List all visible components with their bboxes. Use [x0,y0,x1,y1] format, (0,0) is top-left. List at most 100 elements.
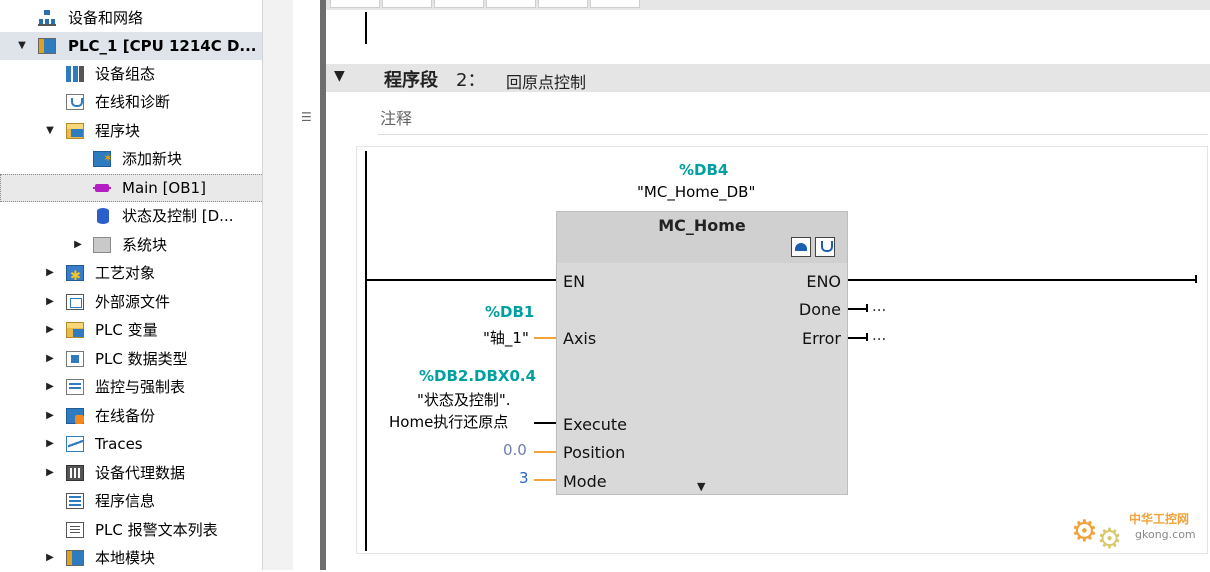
tree-item-watch-force-tables[interactable]: ▶ 监控与强制表 [0,373,262,401]
collapse-arrow-icon[interactable]: ▶ [46,353,54,364]
tree-item-label: 程序块 [95,122,141,140]
collapse-arrow-icon[interactable]: ▶ [74,239,82,250]
online-diagnostics-icon [66,94,84,110]
tree-item-traces[interactable]: ▶ Traces [0,430,262,458]
collapse-arrow-icon[interactable]: ▶ [46,552,54,563]
tree-item-alarm-text-lists[interactable]: PLC 报警文本列表 [0,516,262,544]
tree-item-label: PLC_1 [CPU 1214C D... [68,37,257,55]
tree-item-plc-1[interactable]: ▼ PLC_1 [CPU 1214C D... [0,32,262,60]
tree-item-add-new-block[interactable]: 添加新块 [0,145,262,173]
grip-icon[interactable]: ☰ [301,110,312,124]
pin-position[interactable]: Position [563,443,626,462]
network-2-header[interactable]: ▼ 程序段 2： 回原点控制 [326,64,1210,92]
collapse-arrow-icon[interactable]: ▶ [46,381,54,392]
error-operand[interactable]: ... [872,326,887,344]
system-blocks-icon [93,237,111,253]
instance-db-name[interactable]: "MC_Home_DB" [637,183,756,201]
tree-item-plc-data-types[interactable]: ▶ PLC 数据类型 [0,345,262,373]
pin-en[interactable]: EN [563,272,586,291]
pin-execute[interactable]: Execute [563,415,627,434]
program-info-icon [66,493,84,509]
pin-mode[interactable]: Mode [563,472,607,491]
external-sources-icon [66,294,84,310]
tree-item-status-control-db[interactable]: 状态及控制 [D... [0,202,262,230]
editor-tab[interactable] [434,0,484,8]
previous-network-rail [365,12,367,44]
collapse-arrow-icon[interactable]: ▶ [46,324,54,335]
tree-item-program-blocks[interactable]: ▼ 程序块 [0,117,262,145]
expand-arrow-icon[interactable]: ▼ [18,40,26,51]
expand-arrow-icon[interactable]: ▼ [46,125,54,136]
project-tree: 设备和网络 ▼ PLC_1 [CPU 1214C D... 设备组态 在线和诊断… [0,0,293,570]
axis-wire [534,337,556,339]
tree-item-local-modules[interactable]: ▶ 本地模块 [0,544,262,572]
mode-wire [534,479,556,481]
panel-splitter[interactable]: ☰ [293,0,320,570]
eno-wire [848,279,1197,281]
gkong-watermark-logo: ⚙ ⚙ 中华工控网 gkong.com [1071,506,1201,555]
tree-item-main-ob1[interactable]: Main [OB1] [0,174,264,202]
left-power-rail [365,151,367,551]
block-properties-icon[interactable] [791,237,811,257]
editor-tab[interactable] [538,0,588,8]
instance-db-address[interactable]: %DB4 [679,161,729,179]
db-icon [97,208,109,224]
tree-item-device-proxy-data[interactable]: ▶ 设备代理数据 [0,459,262,487]
collapse-arrow-icon[interactable]: ▶ [46,296,54,307]
tree-item-program-info[interactable]: 程序信息 [0,487,262,515]
axis-name[interactable]: "轴_1" [483,329,529,347]
online-backup-icon [66,408,84,424]
tree-scrollbar[interactable] [262,0,293,570]
position-value[interactable]: 0.0 [503,441,527,459]
collapse-arrow-icon[interactable]: ▶ [46,267,54,278]
ladder-network-area[interactable]: %DB4 "MC_Home_DB" MC_Home EN Axis Execut… [356,146,1208,554]
tree-item-label: PLC 数据类型 [95,350,188,368]
tree-item-system-blocks[interactable]: ▶ 系统块 [0,231,262,259]
network-number: 2： [456,70,486,91]
pin-axis[interactable]: Axis [563,329,597,348]
tree-item-device-config[interactable]: 设备组态 [0,60,262,88]
collapse-arrow-icon[interactable]: ▶ [46,438,54,449]
rail-end-mark [1195,275,1197,283]
mode-value[interactable]: 3 [519,469,529,487]
editor-tab[interactable] [590,0,640,8]
execute-name-line2[interactable]: Home执行还原点 [389,413,509,431]
done-end-mark [866,304,868,312]
collapse-arrow-icon[interactable]: ▶ [46,467,54,478]
pin-error[interactable]: Error [802,329,841,348]
network-name[interactable]: 回原点控制 [506,73,587,92]
tree-item-label: Traces [95,435,143,453]
plc-icon [38,38,56,54]
tree-item-external-sources[interactable]: ▶ 外部源文件 [0,288,262,316]
tree-item-label: PLC 变量 [95,321,158,339]
editor-tab[interactable] [382,0,432,8]
editor-tab[interactable] [486,0,536,8]
tree-item-online-diagnostics[interactable]: 在线和诊断 [0,88,262,116]
tree-item-label: 程序信息 [95,492,156,510]
pin-eno[interactable]: ENO [806,272,841,291]
splitter-bar[interactable] [320,0,326,570]
done-operand[interactable]: ... [872,297,887,315]
tree-item-devices-networks[interactable]: 设备和网络 [0,4,262,32]
tree-item-label: PLC 报警文本列表 [95,521,218,539]
editor-tab[interactable] [330,0,380,8]
tree-item-label: Main [OB1] [122,179,206,197]
tree-item-label: 状态及控制 [D... [122,207,234,225]
tree-item-online-backups[interactable]: ▶ 在线备份 [0,402,262,430]
error-end-mark [866,333,868,341]
program-blocks-folder-icon [66,123,84,139]
technology-objects-icon [66,263,84,287]
collapse-network-icon[interactable]: ▼ [334,68,345,84]
collapse-arrow-icon[interactable]: ▶ [46,410,54,421]
tree-item-technology-objects[interactable]: ▶ 工艺对象 [0,259,262,287]
block-diagnostics-icon[interactable] [815,237,835,257]
network-comment-field[interactable]: 注释 [378,101,1208,135]
execute-address[interactable]: %DB2.DBX0.4 [419,367,537,385]
mc-home-block[interactable]: MC_Home EN Axis Execute Position Mode EN… [556,211,848,495]
axis-address[interactable]: %DB1 [485,303,535,321]
execute-name-line1[interactable]: "状态及控制". [417,391,511,409]
tree-item-plc-tags[interactable]: ▶ PLC 变量 [0,316,262,344]
expand-block-icon[interactable]: ▼ [697,480,706,493]
watermark-text-en: gkong.com [1135,528,1196,541]
pin-done[interactable]: Done [798,300,841,319]
